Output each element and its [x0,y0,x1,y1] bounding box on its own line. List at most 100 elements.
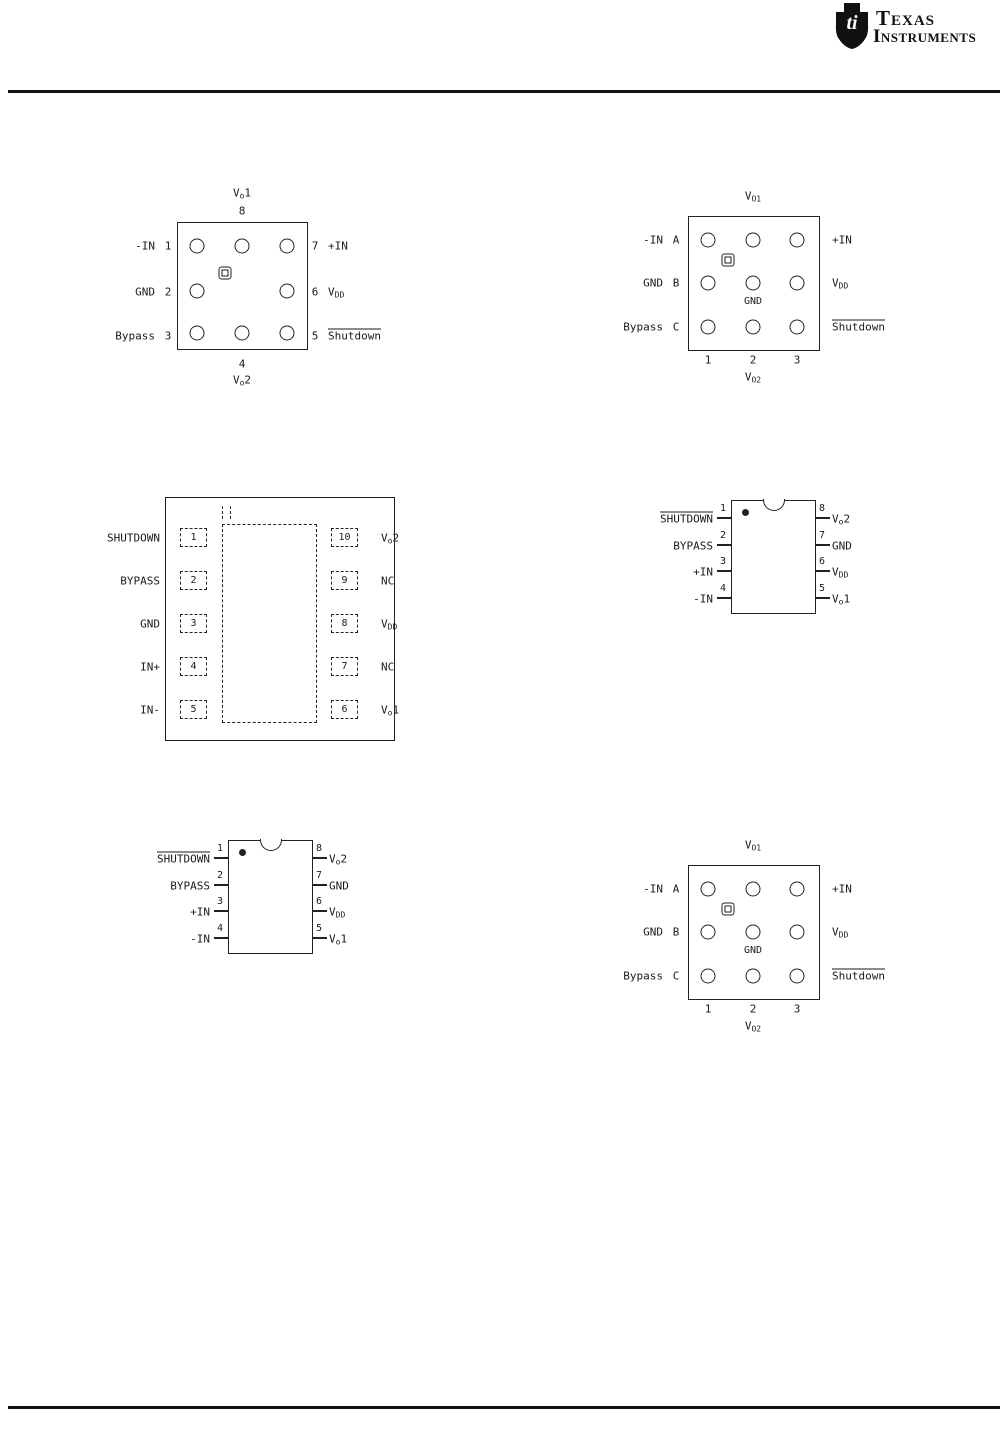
center-gnd-label: GND [743,945,763,956]
pinout-dsbga-9bump-a: VO1 GND -IN A GND B Bypass C +IN VDD Shu… [623,185,920,400]
pin-lead [816,517,830,519]
pin-label-right-shutdown: Shutdown [328,329,381,343]
pin-lead [313,937,327,939]
pin-label-bottom: VO2 [744,1019,762,1034]
pin-number: 5 [315,923,323,934]
pin-label-left: GND [643,276,663,290]
pin-label-left-shutdown: SHUTDOWN [157,852,210,866]
row-id: A [672,233,680,247]
pin-pad: 7 [331,657,358,676]
pin-number: 4 [719,583,727,594]
pin-number-right: 6 [311,285,319,299]
pin-label-left: GND [135,285,155,299]
col-id: 1 [704,1002,712,1016]
pin-label-right: Vo1 [329,932,348,947]
pin-number: 5 [818,583,826,594]
pin-label-left: BYPASS [120,574,160,588]
pin-lead [313,910,327,912]
pin-label-left: IN+ [140,660,160,674]
ti-logo: ti Texas Instruments [826,2,1006,54]
pin-label-right: GND [329,879,349,893]
pin-number: 3 [216,896,224,907]
pin-label-right: Vo2 [381,531,400,546]
pin-number-left: 3 [164,329,172,343]
pin-pad: 5 [180,700,207,719]
pinout-vssop-10: 1 2 3 4 5 10 9 8 7 6 SHUTDOWN BYPASS GND… [100,480,440,765]
pin-label-right: Vo2 [329,852,348,867]
pin-number: 3 [719,556,727,567]
pin1-dot-icon [239,849,246,856]
pin-label-right: Vo2 [832,512,851,527]
pin-number: 2 [719,530,727,541]
pin-label-right: +IN [328,239,348,253]
bump [279,325,295,341]
pin-label-left: BYPASS [673,539,713,553]
pin1-notch-icon [259,839,282,851]
pinout-dsbga-9bump-b: VO1 GND -IN A GND B Bypass C +IN VDD Shu… [623,834,920,1049]
pin-pad: 3 [180,614,207,633]
pin-label-left: -IN [190,932,210,946]
bump [234,238,250,254]
pin-pad: 9 [331,571,358,590]
pin-number: 6 [818,556,826,567]
pin-lead [816,597,830,599]
pin1-dot-icon [742,509,749,516]
pin-lead [816,570,830,572]
pin-label-left: Bypass [623,969,663,983]
pin-lead [214,937,228,939]
center-gnd-label: GND [743,296,763,307]
pin-label-right-shutdown: Shutdown [832,320,885,334]
pin-lead [214,884,228,886]
orientation-mark-icon [230,506,231,519]
bump [789,232,805,248]
bump [745,881,761,897]
pin-label-right: Vo1 [832,592,851,607]
col-id: 2 [749,1002,757,1016]
pin-label-right: VDD [832,925,849,940]
pin-number: 1 [719,503,727,514]
pin-label-right: +IN [832,882,852,896]
bump [700,968,716,984]
a1-index-mark-icon [721,253,735,267]
pin-lead [717,517,731,519]
pin-label-left: -IN [693,592,713,606]
pin-label-right: Vo1 [381,703,400,718]
bump [789,968,805,984]
ti-emblem-icon: ti [835,3,869,49]
pin-label-left: GND [140,617,160,631]
pin-number: 4 [216,923,224,934]
bump [189,325,205,341]
pin-label-left: GND [643,925,663,939]
logo-line2: Instruments [873,26,977,47]
bottom-rule [8,1406,1000,1409]
pin-label-left: +IN [693,565,713,579]
pin-pad: 4 [180,657,207,676]
bump [789,924,805,940]
row-id: B [672,925,680,939]
bump [700,319,716,335]
pin-label-right: VDD [832,565,849,580]
col-id: 2 [749,353,757,367]
pin-label-left: BYPASS [170,879,210,893]
pin-label-bottom: VO2 [744,370,762,385]
pin-pad: 8 [331,614,358,633]
bump [700,275,716,291]
logo-line1: Texas [876,6,936,30]
pin-lead [214,857,228,859]
bump [189,238,205,254]
col-id: 3 [793,1002,801,1016]
pin-pad: 6 [331,700,358,719]
pin-pad: 2 [180,571,207,590]
bump [700,924,716,940]
bump [189,283,205,299]
a1-index-mark-icon [721,902,735,916]
pin-number: 8 [315,843,323,854]
pin-label-left: Bypass [623,320,663,334]
pin-label-left: IN- [140,703,160,717]
pin-lead [717,597,731,599]
row-id: B [672,276,680,290]
pin-label-left: +IN [190,905,210,919]
pin-lead [313,884,327,886]
bump [745,319,761,335]
pin-label-left-shutdown: SHUTDOWN [660,512,713,526]
